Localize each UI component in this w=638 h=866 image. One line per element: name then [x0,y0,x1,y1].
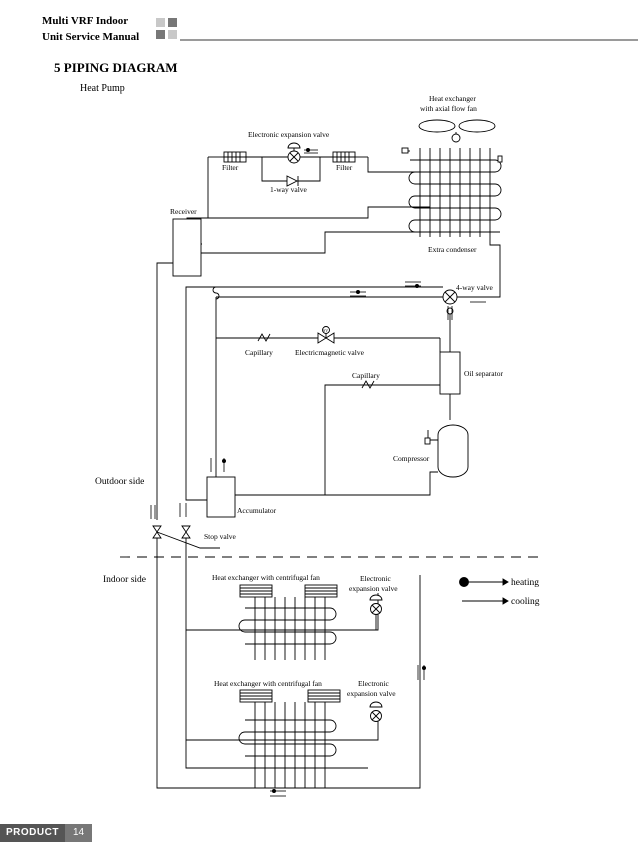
label-capillary-1: Capillary [245,348,273,357]
indoor-liquid-line [156,538,421,789]
receiver-condenser-line [201,231,430,254]
label-compressor: Compressor [393,454,430,463]
header-rule [180,39,638,41]
label-eev-indoor-1a: Electronic [360,574,391,583]
condenser-to-4way [457,237,501,298]
label-heat-exchanger: Heat exchanger [429,94,476,103]
label-sv: SV [323,328,328,333]
manual-header: Multi VRF Indoor Unit Service Manual [42,13,139,45]
label-eev-indoor-1b: expansion valve [349,584,398,593]
diagram-subtitle: Heat Pump [80,83,125,94]
legend-heating-label: heating [511,578,539,588]
accumulator-tank [206,476,236,518]
receiver-tank [172,218,202,277]
compressor-fitting [424,437,431,445]
label-stop-valve: Stop valve [204,532,237,541]
indoor-heat-exchanger-2 [238,689,341,788]
flow-arrow-icon [210,458,226,472]
label-outdoor-side: Outdoor side [95,477,144,487]
header-line-2: Unit Service Manual [42,31,140,43]
capillary-icon [257,333,271,342]
crossover-icon [212,286,220,300]
gas-line [185,286,216,501]
expansion-valve-icon [369,701,383,722]
legend-heating-arrow [502,578,509,586]
label-capillary-2: Capillary [352,371,380,380]
top-liquid-line [207,156,430,219]
flow-arrow-icon [270,789,286,797]
label-eev-indoor-2a: Electronic [358,679,389,688]
header-line-1: Multi VRF Indoor [42,15,129,27]
header-square-light-2 [168,30,177,39]
label-receiver: Receiver [170,207,197,216]
filter-icon [332,151,356,163]
label-filter-left: Filter [222,163,239,172]
label-eev-top: Electronic expansion valve [248,130,330,139]
label-indoor-side: Indoor side [103,575,146,585]
footer-page-number: 14 [64,824,93,842]
header-decoration [156,13,638,41]
label-oil-separator: Oil separator [464,369,503,378]
label-one-way-valve: 1-way valve [270,185,308,194]
label-axial-fan: with axial flow fan [420,104,477,113]
header-square-dark [168,18,177,27]
stop-valve-icon [181,525,191,539]
outdoor-heat-exchanger [401,147,503,237]
flow-arrow-icon [417,665,426,680]
expansion-valve-icon [287,142,301,164]
page-footer: PRODUCT 14 [0,824,93,842]
capillary-icon [361,380,375,389]
compressor-icon [437,424,469,478]
axial-fan-icon [418,119,496,143]
legend-cooling-arrow [502,597,509,605]
flow-arrow-icon [150,503,187,519]
label-extra-condenser: Extra condenser [428,245,477,254]
label-filter-right: Filter [336,163,353,172]
indoor-unit1-gas [186,593,379,631]
label-hx-centrifugal-2: Heat exchanger with centrifugal fan [214,679,322,688]
receiver-liquid-line [156,262,173,520]
flow-arrow-icon [350,289,366,297]
indoor-heat-exchanger-1 [238,584,338,660]
label-accumulator: Accumulator [237,506,277,515]
label-electromagnetic-valve: Electricmagnetic valve [295,348,365,357]
solenoid-valve-icon [317,326,335,344]
stop-valve-leader [156,531,220,549]
indoor-unit2-gas [186,716,379,741]
legend-cooling-label: cooling [511,597,540,607]
flow-arrow-icon [447,306,453,320]
oil-return-line [235,384,440,496]
section-title: 5 PIPING DIAGRAM [54,60,178,75]
label-eev-indoor-2b: expansion valve [347,689,396,698]
indoor-gas-line [185,538,368,769]
flow-arrow-icon [304,147,318,154]
filter-icon [223,151,247,163]
header-square-dark-2 [156,30,165,39]
four-way-valve-icon [442,289,458,315]
oil-separator-tank [439,351,461,395]
receiver-inlet [186,217,208,219]
flow-arrow-icon [405,281,421,288]
one-way-valve-icon [286,175,299,187]
label-hx-centrifugal-1: Heat exchanger with centrifugal fan [212,573,320,582]
footer-section-label: PRODUCT [0,824,65,842]
label-four-way-valve: 4-way valve [456,283,494,292]
legend [459,577,509,605]
expansion-valve-icon [369,594,383,615]
compressor-suction [325,471,438,496]
header-square-light [156,18,165,27]
